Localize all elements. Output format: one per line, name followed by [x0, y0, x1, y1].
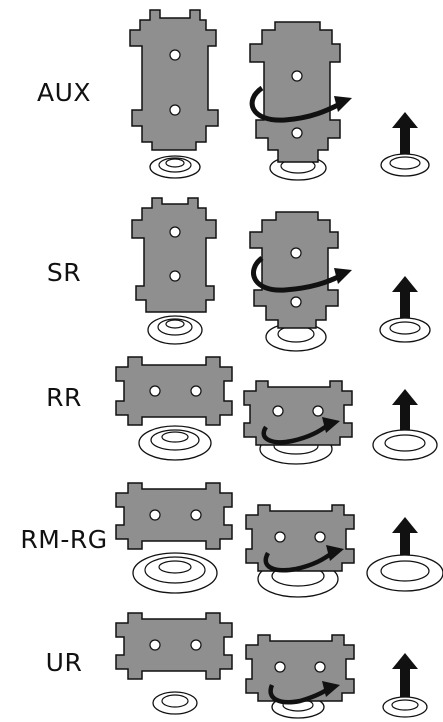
row-ur: UR [0, 605, 443, 722]
lift-up-arrow-icon [392, 276, 418, 324]
row-label: UR [45, 648, 83, 677]
burner-cap-icon [380, 153, 430, 177]
burner-cap-icon [147, 315, 203, 345]
burner-cap-icon [152, 691, 198, 715]
row-label: AUX [36, 78, 92, 107]
burner-cap-icon [382, 696, 428, 718]
lift-up-arrow-icon [392, 112, 418, 160]
key-plate-icon [243, 380, 353, 446]
key-plate-icon [115, 612, 233, 680]
burner-cap-icon [138, 425, 212, 461]
rotate-arrow-icon [251, 256, 352, 293]
row-rm-rg: RM-RG [0, 475, 443, 605]
row-label: RR [46, 383, 82, 412]
rotate-arrow-icon [249, 85, 352, 123]
rotate-arrow-icon [268, 681, 340, 705]
row-label: SR [46, 258, 82, 287]
key-plate-icon [245, 504, 355, 572]
rm-rg-illustration [115, 482, 443, 598]
key-plate-icon [115, 482, 233, 550]
lift-up-arrow-icon [392, 653, 418, 701]
key-plate-icon [245, 634, 355, 702]
key-plate-icon [131, 197, 217, 313]
burner-cap-icon [132, 552, 218, 594]
burner-cap-icon [149, 155, 201, 179]
key-plate-icon [129, 9, 219, 151]
burner-cap-icon [379, 317, 431, 343]
row-rr: RR [0, 345, 443, 475]
rr-illustration [115, 356, 438, 465]
lift-up-arrow-icon [392, 389, 418, 439]
key-plate-icon [249, 211, 339, 329]
aux-illustration [129, 9, 430, 181]
key-plate-icon [115, 356, 233, 426]
row-label: RM-RG [20, 525, 108, 554]
row-sr: SR [0, 190, 443, 360]
ur-illustration [115, 612, 428, 719]
sr-illustration [131, 197, 431, 352]
rotate-arrow-icon [261, 417, 340, 445]
burner-cap-icon [366, 554, 443, 592]
rotate-arrow-icon [263, 545, 344, 573]
lift-up-arrow-icon [392, 517, 418, 567]
burner-cap-icon [372, 429, 438, 461]
burner-cap-icon [265, 322, 327, 352]
row-aux: AUX [0, 0, 443, 190]
key-plate-icon [249, 21, 341, 181]
